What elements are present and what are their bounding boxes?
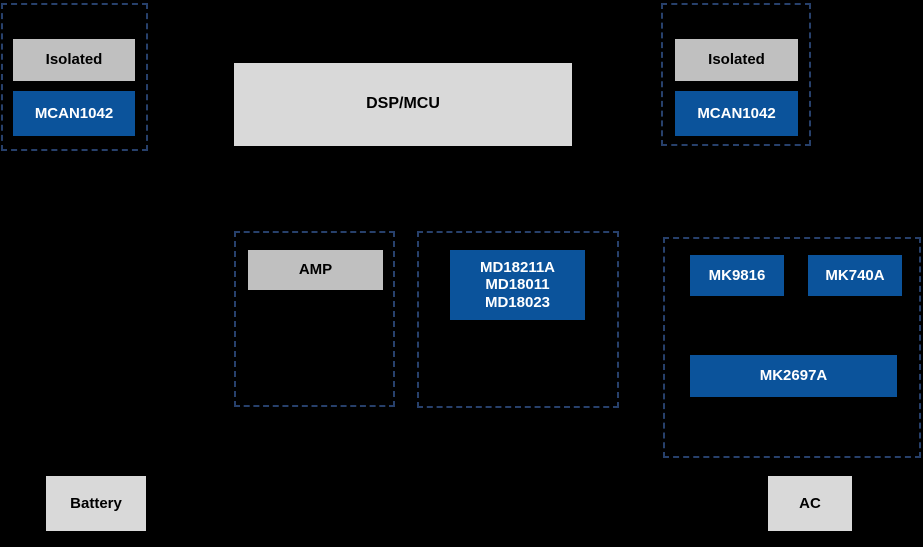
left-mcan1042-label: MCAN1042 [34, 104, 114, 122]
mk2697a-block[interactable]: MK2697A [690, 355, 897, 397]
left-isolated-block[interactable]: Isolated [13, 39, 135, 81]
gate-driver-group [417, 231, 619, 408]
right-mcan1042-block[interactable]: MCAN1042 [675, 91, 798, 136]
dsp-mcu-block[interactable]: DSP/MCU [234, 63, 572, 146]
md-driver-block[interactable]: MD18211A MD18011 MD18023 [450, 250, 585, 320]
mk740a-label: MK740A [825, 266, 885, 284]
dsp-mcu-label: DSP/MCU [366, 95, 440, 113]
mk2697a-label: MK2697A [759, 367, 828, 385]
power-group [663, 237, 921, 458]
right-isolated-label: Isolated [708, 51, 765, 69]
right-mcan1042-label: MCAN1042 [697, 104, 776, 122]
amp-block[interactable]: AMP [248, 250, 383, 290]
left-isolated-label: Isolated [45, 51, 103, 69]
mk740a-block[interactable]: MK740A [808, 255, 902, 296]
ac-block[interactable]: AC [768, 476, 852, 531]
battery-block[interactable]: Battery [46, 476, 146, 531]
mk9816-label: MK9816 [708, 266, 766, 284]
right-can-isolation-group [661, 3, 811, 146]
mk9816-block[interactable]: MK9816 [690, 255, 784, 296]
left-mcan1042-block[interactable]: MCAN1042 [13, 91, 135, 136]
md-driver-label: MD18211A MD18011 MD18023 [479, 259, 556, 311]
amp-group [234, 231, 395, 407]
battery-label: Battery [70, 494, 122, 512]
ac-label: AC [799, 494, 821, 512]
right-isolated-block[interactable]: Isolated [675, 39, 798, 81]
left-can-isolation-group [1, 3, 148, 151]
amp-label: AMP [298, 261, 333, 279]
